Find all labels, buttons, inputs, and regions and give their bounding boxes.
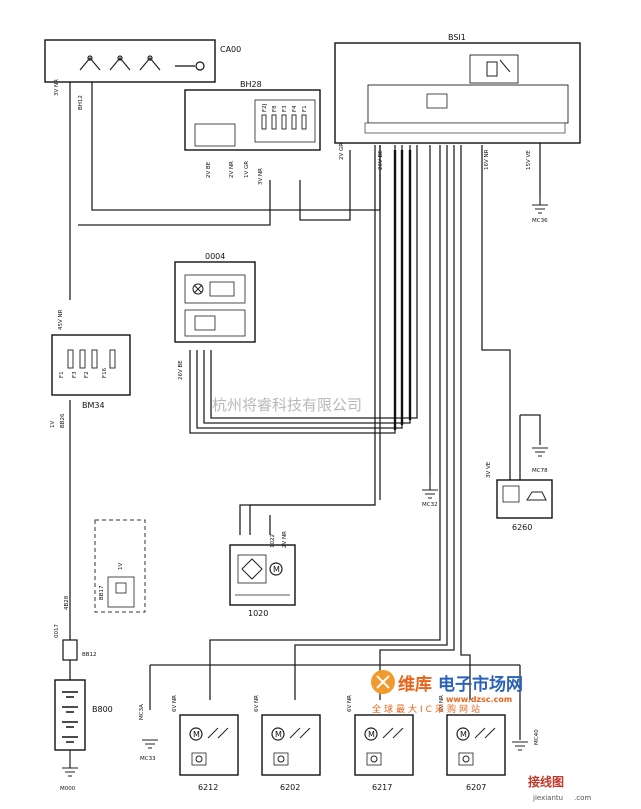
connector-bsi1-nr: 16V NR — [484, 149, 490, 170]
brand-logo: 维库 电子市场网 www.dzsc.com 全球最大IC采购网站 — [371, 670, 523, 715]
battery-icon — [62, 691, 78, 743]
component-b800: B800 M000 — [54, 679, 113, 792]
brand-main: 维库 — [398, 674, 432, 695]
footer-url: jiexiantu — [532, 794, 563, 802]
component-bm34: BM34 F1 F3 F2 F16 45V NR 1V BB26 — [50, 309, 131, 428]
connector-6202: 6V NR — [254, 695, 260, 712]
component-0004: 0004 26V BE — [174, 252, 256, 380]
brand-sub: 电子市场网 — [438, 674, 523, 695]
key-icon — [175, 61, 205, 71]
fuse-bm34-2: F3 — [72, 371, 78, 378]
component-ca00: CA00 3V NR BH12 — [44, 39, 241, 110]
brand-url: www.dzsc.com — [446, 695, 512, 704]
fuse-bh28-5: F1 — [302, 105, 308, 112]
label-6260: 6260 — [512, 523, 532, 532]
connector-bsi1-gr: 2V GR — [339, 143, 345, 160]
fuse-bh28-2: F8 — [272, 105, 278, 112]
label-1020: 1020 — [248, 609, 268, 618]
bh28-fuses — [261, 114, 307, 130]
label-6212: 6212 — [198, 783, 218, 792]
component-bb17: BB17 1V — [94, 519, 146, 613]
connector-6260: 3V VE — [486, 461, 492, 478]
connector-bsi1-ve: 15V VE — [526, 150, 532, 170]
ignition-switch-icon — [79, 55, 161, 71]
connector-bh28-nr: 2V NR — [229, 161, 235, 178]
bsi1-pins — [364, 122, 566, 134]
footer-dom: .com — [574, 794, 591, 802]
label-mc33: MC33 — [140, 756, 156, 762]
connector-bm34-bottom: 1V — [50, 421, 56, 428]
label-bsi1: BSI1 — [448, 33, 466, 42]
connector-bb17: 1V — [118, 563, 124, 570]
fuse-bh28-3: F3 — [282, 105, 288, 112]
label-bh28: BH28 — [240, 80, 262, 89]
component-1020: 1020 2V NR 1022 — [229, 531, 296, 618]
footer-text: 接线图 — [528, 774, 564, 789]
label-6217: 6217 — [372, 783, 392, 792]
car-sensor-icon — [526, 491, 547, 501]
label-m000: M000 — [60, 786, 76, 792]
wire-1022: 1022 — [270, 534, 276, 548]
component-bsi1: BSI1 2V GR 26V BE 16V NR 15V VE — [334, 33, 581, 170]
warning-lamp-icon — [192, 283, 204, 295]
label-6207: 6207 — [466, 783, 486, 792]
connector-6217: 6V NR — [347, 695, 353, 712]
connector-ca00: 3V NR — [54, 79, 60, 96]
component-6217: 6217 6V NR — [347, 695, 414, 792]
ground-mc32: MC32 — [422, 475, 438, 508]
ground-mc33: MC33 MC3A — [139, 704, 158, 762]
relay-icon — [486, 59, 511, 77]
bm34-fuses — [67, 349, 116, 369]
wire-0017: 0017 — [54, 624, 60, 638]
fuse-bm34-4: F16 — [102, 367, 108, 378]
connector-bsi1-be: 26V BE — [378, 150, 384, 170]
wire-4b28: 4B28 — [64, 595, 70, 610]
label-mc36: MC36 — [532, 218, 548, 224]
label-ca00: CA00 — [220, 45, 241, 54]
connector-0004: 26V BE — [178, 360, 184, 380]
watermark: 杭州将睿科技有限公司 — [212, 396, 362, 414]
connector-bh28-be: 2V BE — [206, 161, 212, 178]
connector-bh28-nr3: 3V NR — [258, 168, 264, 185]
ground-mc78: MC78 — [532, 447, 548, 474]
connector-1020: 2V NR — [282, 531, 288, 548]
label-mc78: MC78 — [532, 468, 548, 474]
ground-mc40: MC40 — [512, 729, 540, 751]
connector-6212: 6V NR — [172, 695, 178, 712]
label-bm34: BM34 — [82, 401, 105, 410]
label-0004: 0004 — [205, 252, 225, 261]
wire-mc3a: MC3A — [139, 704, 145, 720]
footer-logo: 接线图 jiexiantu .com — [528, 774, 591, 802]
component-6212: 6212 6V NR — [172, 695, 239, 792]
label-bb12: BB12 — [82, 652, 97, 658]
connector-bh28-gr: 1V GR — [244, 161, 250, 178]
fuse-bm34-3: F2 — [84, 371, 90, 378]
component-6207: 6207 6V NR — [439, 695, 506, 792]
wire-bundle-thick — [393, 150, 412, 430]
ground-mc36: MC36 — [532, 195, 548, 224]
label-b800: B800 — [92, 705, 113, 714]
component-bb12: BB12 0017 4B28 — [54, 595, 97, 661]
label-mc40: MC40 — [534, 729, 540, 745]
fuse-bh28-1: F2J — [262, 103, 268, 112]
fuse-bh28-4: F4 — [292, 105, 298, 112]
component-6260: 6260 3V VE — [486, 461, 553, 532]
fuse-bm34-1: F1 — [59, 371, 65, 378]
component-bh28: BH28 F2J F8 F3 F4 F1 2V BE 2V NR 1V GR 3… — [184, 80, 321, 185]
connector-6207: 6V NR — [439, 695, 445, 712]
label-bb17: BB17 — [99, 585, 105, 600]
component-6202: 6202 6V NR — [254, 695, 321, 792]
label-mc32: MC32 — [422, 502, 438, 508]
label-6202: 6202 — [280, 783, 300, 792]
wire-bb26: BB26 — [60, 413, 66, 428]
wire-bh12: BH12 — [78, 95, 84, 110]
connector-bm34-top: 45V NR — [58, 309, 64, 330]
brand-slogan: 全球最大IC采购网站 — [372, 703, 483, 715]
